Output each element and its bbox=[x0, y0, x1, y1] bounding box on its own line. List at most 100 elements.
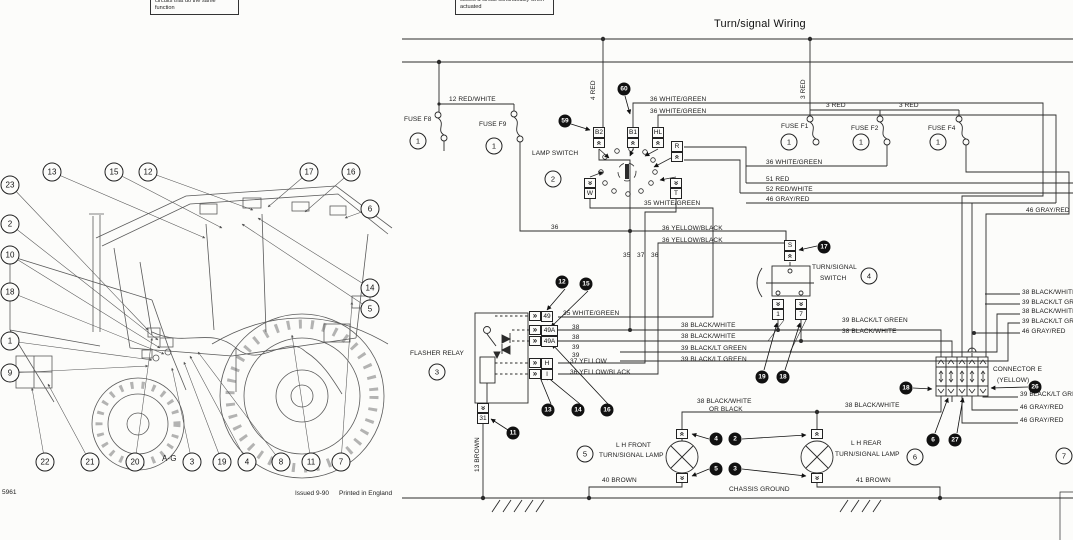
label-38-black-white-35: 38 BLACK/WHITE bbox=[681, 322, 736, 329]
label-46-gray-red-17: 46 GRAY/RED bbox=[1026, 207, 1070, 214]
terminal-s-6: S bbox=[784, 240, 796, 251]
label-fuse-f2-10: FUSE F2 bbox=[851, 125, 879, 132]
terminal-chevron-i-13: » bbox=[529, 369, 541, 379]
fuse-symbols bbox=[434, 104, 970, 151]
label-39-black-lt-green-48: 39 BLACK/LT GREEN bbox=[1020, 391, 1073, 398]
turn-signal-switch-symbol bbox=[756, 262, 814, 298]
terminal-chevron-r-3: » bbox=[671, 152, 683, 162]
chevron-icon: » bbox=[532, 358, 538, 367]
label-turn-signal-lamp-55: TURN/SIGNAL LAMP bbox=[599, 452, 664, 459]
terminal-hl-2: HL bbox=[652, 127, 664, 138]
label-36-white-green-3: 36 WHITE/GREEN bbox=[650, 108, 707, 115]
terminal-chevron-1-7: » bbox=[772, 299, 784, 309]
label-35-white-green-28: 35 WHITE/GREEN bbox=[563, 310, 620, 317]
chevron-icon: » bbox=[677, 475, 687, 481]
item-marker-59-0: 59 bbox=[558, 114, 572, 128]
item-marker-6-13: 6 bbox=[926, 433, 940, 447]
tractor-callout-23-19: 23 bbox=[0, 175, 20, 195]
item-marker-17-8: 17 bbox=[817, 240, 831, 254]
terminal-1-7: 1 bbox=[772, 309, 784, 320]
terminal-chevron-b2-0: » bbox=[593, 138, 605, 148]
chevron-icon: » bbox=[585, 180, 595, 186]
label-51-red-14: 51 RED bbox=[766, 176, 790, 183]
label-35-white-green-18: 35 WHITE/GREEN bbox=[644, 200, 701, 207]
label-flasher-relay-27: FLASHER RELAY bbox=[410, 350, 464, 357]
chevron-icon: » bbox=[532, 369, 538, 378]
chevron-icon: » bbox=[532, 311, 538, 320]
tractor-callout-11-32: 11 bbox=[301, 452, 321, 472]
item-marker-16-6: 16 bbox=[600, 403, 614, 417]
chevron-icon: » bbox=[784, 253, 794, 259]
tractor-callout-3-28: 3 bbox=[182, 452, 202, 472]
tractor-callout-10-21: 10 bbox=[0, 245, 20, 265]
component-callout-1-2: 1 bbox=[780, 133, 798, 151]
label-39-black-lt-green-37: 39 BLACK/LT GREEN bbox=[681, 345, 747, 352]
terminal-chevron-b1-1: » bbox=[627, 138, 639, 148]
note-left-line1: circuits that do the same bbox=[155, 0, 216, 4]
terminal-b2-0: B2 bbox=[593, 127, 605, 138]
tractor-callout-6-16: 6 bbox=[360, 199, 380, 219]
label-turn-signal-25: TURN/SIGNAL bbox=[812, 264, 857, 271]
label-39-black-lt-green-38: 39 BLACK/LT GREEN bbox=[681, 356, 747, 363]
item-marker-3-16: 3 bbox=[728, 462, 742, 476]
label-40-brown-58: 40 BROWN bbox=[602, 477, 637, 484]
label-3-red-4: 3 RED bbox=[826, 102, 846, 109]
tractor-callout-4-30: 4 bbox=[237, 452, 257, 472]
item-marker-2-15: 2 bbox=[728, 432, 742, 446]
terminal-31-14: 31 bbox=[477, 413, 489, 424]
label-38-black-white-41: 38 BLACK/WHITE bbox=[1022, 289, 1073, 296]
chevron-icon: » bbox=[773, 301, 783, 307]
component-callout-4-7: 4 bbox=[860, 267, 878, 285]
label-38-black-white-43: 38 BLACK/WHITE bbox=[1022, 308, 1073, 315]
label-fuse-f4-11: FUSE F4 bbox=[928, 125, 956, 132]
label-fuse-f8-7: FUSE F8 bbox=[404, 116, 432, 123]
item-marker-14-5: 14 bbox=[571, 403, 585, 417]
note-box-mid: closes a circuit continuously when actua… bbox=[455, 0, 554, 15]
chevron-icon: » bbox=[627, 140, 637, 146]
label-46-gray-red-49: 46 GRAY/RED bbox=[1020, 404, 1064, 411]
item-marker-11-7: 11 bbox=[506, 426, 520, 440]
terminal-chevron-s-6: » bbox=[784, 251, 796, 261]
label-46-gray-red-16: 46 GRAY/RED bbox=[766, 196, 810, 203]
tractor-callout-21-26: 21 bbox=[80, 452, 100, 472]
lamp-switch-symbol bbox=[589, 146, 677, 197]
component-callout-2-5: 2 bbox=[544, 170, 562, 188]
label-46-gray-red-45: 46 GRAY/RED bbox=[1022, 328, 1066, 335]
component-callout-5-8: 5 bbox=[576, 445, 594, 463]
label-fuse-f9-8: FUSE F9 bbox=[479, 121, 507, 128]
chevron-icon: » bbox=[593, 140, 603, 146]
label-37-23: 37 bbox=[637, 252, 645, 259]
junction-dots bbox=[436, 36, 976, 501]
note-mid-line1: closes a circuit continuously when bbox=[460, 0, 545, 3]
label-turn-signal-lamp-57: TURN/SIGNAL LAMP bbox=[835, 451, 900, 458]
label-l-h-rear-56: L H REAR bbox=[851, 440, 882, 447]
label-38-29: 38 bbox=[572, 324, 580, 331]
item-marker-13-4: 13 bbox=[541, 403, 555, 417]
label-41-brown-59: 41 BROWN bbox=[856, 477, 891, 484]
tractor-callout-13-11: 13 bbox=[42, 162, 62, 182]
label-or-black-52: OR BLACK bbox=[709, 406, 743, 413]
label-l-h-front-54: L H FRONT bbox=[616, 442, 651, 449]
tractor-callout-8-31: 8 bbox=[271, 452, 291, 472]
tractor-callout-1-23: 1 bbox=[0, 331, 20, 351]
terminal-chevron-7-8: » bbox=[795, 299, 807, 309]
label-38-black-white-40: 38 BLACK/WHITE bbox=[842, 328, 897, 335]
tractor-callout-20-27: 20 bbox=[125, 452, 145, 472]
label-4-red-1: 4 RED bbox=[590, 80, 597, 100]
label-39-31: 39 bbox=[572, 344, 580, 351]
terminal-chevron-hl-2: » bbox=[652, 138, 664, 148]
terminal-t-4: T bbox=[670, 188, 682, 199]
wiring-lines bbox=[402, 38, 1073, 540]
terminal-b1-1: B1 bbox=[627, 127, 639, 138]
tractor-callout-7-33: 7 bbox=[331, 452, 351, 472]
label-36-white-green-2: 36 WHITE/GREEN bbox=[650, 96, 707, 103]
terminal-r-3: R bbox=[671, 141, 683, 152]
label-39-black-lt-green-42: 39 BLACK/LT GREEN bbox=[1022, 299, 1073, 306]
chevron-icon: » bbox=[796, 301, 806, 307]
terminal-49-9: 49 bbox=[541, 311, 553, 322]
terminal-chevron-49a-11: » bbox=[529, 336, 541, 346]
terminal-w-5: W bbox=[584, 188, 596, 199]
component-callout-1-0: 1 bbox=[409, 132, 427, 150]
label-36-white-green-13: 36 WHITE/GREEN bbox=[766, 159, 823, 166]
